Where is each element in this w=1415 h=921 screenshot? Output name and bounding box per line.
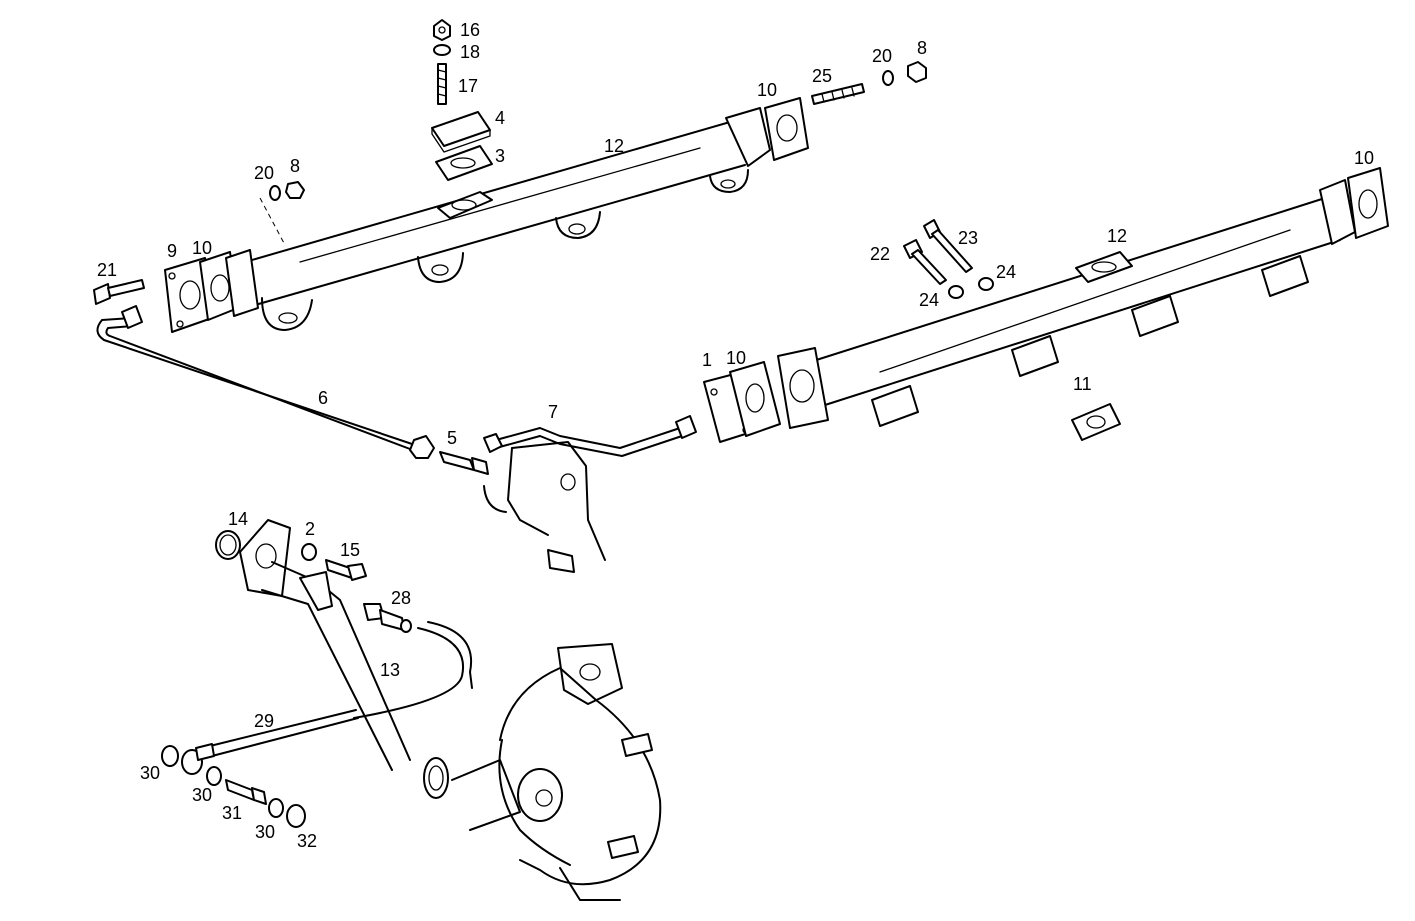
lower-right-gasket-10 [1347, 167, 1389, 239]
bolt-23 [923, 219, 973, 273]
callout-23: 23 [958, 228, 978, 248]
callout-24-left: 24 [919, 290, 939, 310]
callout-12-lower: 12 [1107, 226, 1127, 246]
callout-7: 7 [548, 402, 558, 422]
callout-11: 11 [1073, 374, 1092, 394]
pipe-line-29 [209, 709, 359, 757]
outlet-gasket-11 [1071, 403, 1121, 441]
cap-32 [286, 804, 306, 828]
washer-30-c [268, 798, 284, 818]
callout-6: 6 [318, 388, 328, 408]
bolt-22 [903, 239, 947, 285]
pipe-line-7 [483, 415, 697, 457]
callout-2: 2 [305, 519, 315, 539]
callout-30-b: 30 [192, 785, 212, 805]
callout-labels: 16 18 17 4 3 12 10 25 20 8 20 8 9 10 21 … [97, 20, 1374, 851]
callout-30-c: 30 [255, 822, 275, 842]
banjo-fitting [181, 743, 215, 775]
washer-20-upper-left [269, 185, 281, 201]
callout-31: 31 [222, 803, 242, 823]
callout-13: 13 [380, 660, 400, 680]
water-pump [451, 643, 662, 901]
washer-2 [301, 543, 317, 561]
upper-left-pipe-flange [225, 249, 259, 317]
lower-manifold-pipe [777, 179, 1356, 429]
callout-17: 17 [458, 76, 478, 96]
union-nut-line-6 [409, 435, 435, 459]
washer-20-top-right [882, 70, 894, 86]
callout-24-right: 24 [996, 262, 1016, 282]
washer-30-a [161, 745, 179, 767]
callout-9: 9 [167, 241, 177, 261]
callout-4: 4 [495, 108, 505, 128]
bolt-31 [225, 779, 267, 805]
nut-8-top-right [907, 61, 927, 83]
callout-32: 32 [297, 831, 317, 851]
upper-right-gasket-10 [764, 97, 809, 161]
callout-18: 18 [460, 42, 480, 62]
callout-21: 21 [97, 260, 117, 280]
callout-20-top-right: 20 [872, 46, 892, 66]
callout-29: 29 [254, 711, 274, 731]
callout-30-a: 30 [140, 763, 160, 783]
callout-22: 22 [870, 244, 890, 264]
washer-24-right [978, 277, 994, 291]
washer-30-b [206, 766, 222, 786]
callout-25: 25 [812, 66, 832, 86]
mounting-bracket [483, 441, 606, 573]
bolt-21 [93, 279, 145, 305]
stud-17 [437, 63, 447, 105]
pipe-line-6 [96, 305, 419, 453]
fitting-5 [439, 451, 489, 475]
callout-5: 5 [447, 428, 457, 448]
lower-left-gasket-10 [729, 361, 781, 437]
upper-left-flange-9 [164, 257, 213, 333]
washer-18 [433, 44, 451, 56]
callout-12-upper: 12 [604, 136, 624, 156]
water-pipe-13 [239, 519, 449, 799]
callout-10-upper-left: 10 [192, 238, 212, 258]
bolt-15 [325, 559, 367, 581]
stud-25 [811, 83, 865, 105]
upper-manifold-pipe [244, 107, 771, 331]
fitting-28 [363, 603, 412, 633]
callout-10-upper-right: 10 [757, 80, 777, 100]
callout-1: 1 [702, 350, 712, 370]
nut-16 [433, 19, 451, 41]
callout-8-upper-left: 8 [290, 156, 300, 176]
callout-14: 14 [228, 509, 248, 529]
callout-3: 3 [495, 146, 505, 166]
nut-8-upper-left [285, 181, 305, 199]
cover-gasket-3 [435, 145, 493, 181]
callout-28: 28 [391, 588, 411, 608]
callout-8-top-right: 8 [917, 38, 927, 58]
hose-line [353, 621, 473, 719]
callout-16: 16 [460, 20, 480, 40]
callout-15: 15 [340, 540, 360, 560]
callout-10-lower-left: 10 [726, 348, 746, 368]
cover-plate-4 [431, 111, 491, 153]
callout-10-lower-right: 10 [1354, 148, 1374, 168]
washer-24-left [948, 285, 964, 299]
o-ring-14 [215, 530, 241, 560]
callout-20-upper-left: 20 [254, 163, 274, 183]
